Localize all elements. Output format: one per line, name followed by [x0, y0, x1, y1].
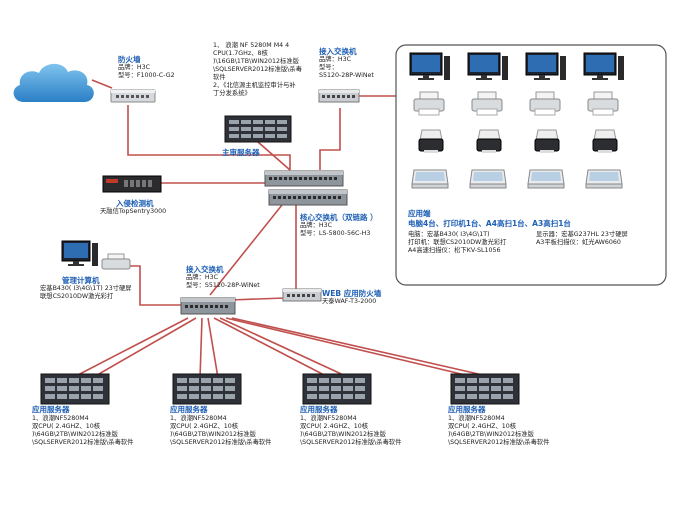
core-switch-device: [264, 170, 348, 206]
app-server-title: 应用服务器: [170, 405, 208, 414]
scanner-icon: [592, 129, 618, 153]
app-server-label: 应用服务器 1、浪潮NF5280M4 双CPU( 2.4GHZ、10核 )\64…: [32, 404, 133, 447]
core-switch-title: 核心交换机（双链路 ）: [300, 213, 378, 222]
flatbed-scanner-icon: [411, 169, 449, 189]
app-server-label: 应用服务器 1、浪潮NF5280M4 双CPU( 2.4GHZ、10核 )\64…: [448, 404, 549, 447]
printer-icon: [471, 91, 503, 116]
access-switch-top-device: [318, 89, 360, 103]
admin-pc-device: [61, 240, 131, 270]
access-switch-mid-specs: 品牌：H3C 型号：S5120-28P-WiNet: [186, 274, 260, 289]
monitor-icon: [467, 52, 508, 80]
app-server-device: [172, 373, 242, 405]
monitor-icon: [409, 52, 450, 80]
access-switch-mid-device: [180, 297, 236, 315]
main-server-specs: 1、 浪潮 NF 5280M M4 4 CPU(1.7GHz、8核 )\16GB…: [213, 42, 302, 97]
access-switch-top-specs: 品牌：H3C 型号： S5120-28P-WiNet: [319, 56, 374, 79]
web-firewall-model: 天泰WAF-T3-2000: [322, 298, 377, 305]
printer-icon: [413, 91, 445, 116]
web-firewall-title: WEB 应用防火墙: [322, 289, 382, 298]
web-firewall-device: [282, 288, 322, 302]
scanner-icon: [476, 129, 502, 153]
intrusion-model: 天融信TopSentry3000: [100, 208, 167, 215]
app-terminal-title: 应用端: [408, 209, 431, 218]
app-server-specs: 1、浪潮NF5280M4 双CPU( 2.4GHZ、10核 )\64GB\2TB…: [170, 415, 272, 446]
app-terminal-devices: [404, 50, 660, 210]
access-switch-mid-title: 接入交换机: [186, 265, 224, 274]
app-server-title: 应用服务器: [32, 405, 70, 414]
app-server-title: 应用服务器: [300, 405, 338, 414]
main-server-title: 主审服务器: [222, 148, 260, 157]
monitor-icon: [583, 52, 624, 80]
app-terminal-specs-right: 显示器：宏基G237HL 23寸硬屏 A3平板扫描仪：虹光AW6060: [536, 231, 628, 246]
firewall-title: 防火墙: [118, 55, 141, 64]
admin-pc-title: 管理计算机: [62, 276, 100, 285]
access-switch-top-title: 接入交换机: [319, 47, 357, 56]
monitor-icon: [525, 52, 566, 80]
firewall-device: [110, 89, 156, 103]
app-server-device: [450, 373, 520, 405]
app-server-specs: 1、浪潮NF5280M4 双CPU( 2.4GHZ、10核 )\64GB\2TB…: [448, 415, 550, 446]
printer-icon: [587, 91, 619, 116]
flatbed-scanner-icon: [585, 169, 623, 189]
app-server-device: [302, 373, 372, 405]
intrusion-detection-device: [102, 175, 162, 193]
main-server-device: [224, 115, 292, 143]
firewall-specs: 品牌：H3C 型号：F1000-C-G2: [118, 64, 175, 80]
app-server-specs: 1、浪潮NF5280M4 双CPU( 2.4GHZ、10核 )\64GB\2TB…: [300, 415, 402, 446]
app-server-title: 应用服务器: [448, 405, 486, 414]
admin-pc-specs: 宏基B430( I3\4G\1T) 23寸硬屏 联想CS2010DW激光彩打: [40, 285, 132, 300]
firewall-brand: 品牌：H3C: [118, 64, 151, 71]
app-server-label: 应用服务器 1、浪潮NF5280M4 双CPU( 2.4GHZ、10核 )\64…: [300, 404, 401, 447]
core-switch-specs: 品牌：H3C 型号：LS-5800-56C-H3: [300, 222, 371, 237]
printer-icon: [529, 91, 561, 116]
flatbed-scanner-icon: [469, 169, 507, 189]
app-server-specs: 1、浪潮NF5280M4 双CPU( 2.4GHZ、10核 )\64GB\2TB…: [32, 415, 134, 446]
app-server-label: 应用服务器 1、浪潮NF5280M4 双CPU( 2.4GHZ、10核 )\64…: [170, 404, 271, 447]
app-terminal-specs-left: 电脑：宏基B430( I3\4G\1T) 打印机：联想CS2010DW激光彩打 …: [408, 231, 507, 254]
app-server-device: [40, 373, 110, 405]
firewall-model: 型号：F1000-C-G2: [118, 72, 175, 79]
intrusion-title: 入侵检测机: [116, 199, 154, 208]
cloud-icon: [13, 63, 94, 102]
app-terminal-subtitle: 电脑4台、打印机1台、A4高扫1台、A3高扫1台: [408, 219, 571, 228]
flatbed-scanner-icon: [527, 169, 565, 189]
scanner-icon: [418, 129, 444, 153]
scanner-icon: [534, 129, 560, 153]
